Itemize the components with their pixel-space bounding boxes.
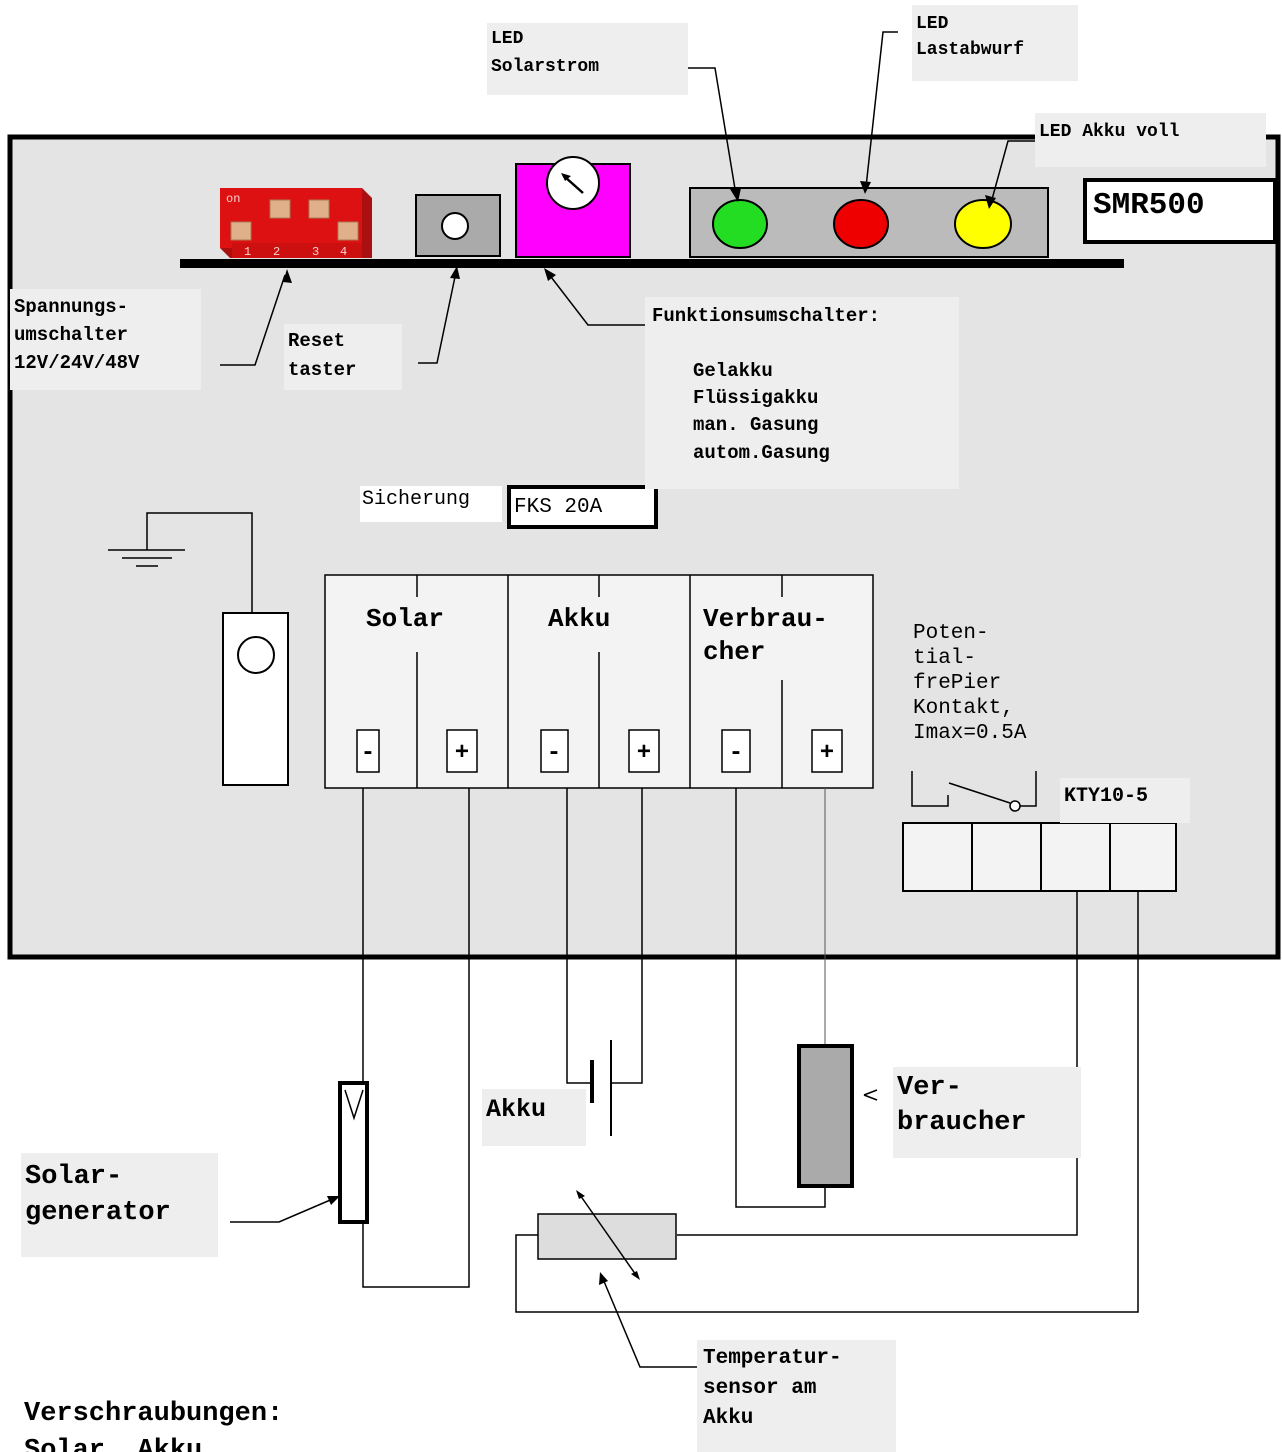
battery-symbol bbox=[590, 1040, 612, 1136]
sicherung-label: Sicherung bbox=[360, 486, 502, 522]
terminal-pins bbox=[356, 729, 843, 773]
dip-switch[interactable]: on 1 2 3 4 bbox=[220, 188, 372, 259]
device-title: SMR500 bbox=[1093, 188, 1205, 223]
led-akku-voll-label: LED Akku voll bbox=[1035, 113, 1266, 167]
fuse-value: FKS 20A bbox=[514, 496, 603, 519]
solar-minus: - bbox=[361, 740, 375, 767]
verbraucher-minus: - bbox=[729, 740, 743, 767]
led-solarstrom bbox=[712, 199, 768, 249]
spannungsumschalter-label: Spannungs- umschalter 12V/24V/48V bbox=[10, 289, 201, 390]
footer-verschraubungen: Verschraubungen: Solar, Akku, bbox=[24, 1399, 284, 1452]
funktionsumschalter-title: Funktionsumschalter: bbox=[652, 305, 881, 327]
solar-plus: + bbox=[455, 740, 469, 767]
reset-taster-label: Reset taster bbox=[284, 324, 402, 390]
wiring bbox=[362, 788, 1139, 1313]
solargenerator-label: Solar- generator bbox=[21, 1153, 218, 1257]
terminal-pin-text: - + - + - + bbox=[361, 740, 834, 767]
kty-terminal-strip bbox=[902, 822, 1177, 892]
mode-gelakku: Gelakku bbox=[693, 360, 773, 382]
solar-generator-symbol bbox=[338, 1081, 369, 1224]
mode-man-gasung: man. Gasung bbox=[693, 414, 819, 436]
dip-number-3: 3 bbox=[312, 245, 319, 259]
function-selector-knob[interactable] bbox=[515, 156, 631, 258]
relay-contact-label: Poten- tial- frePier Kontakt, Imax=0.5A bbox=[913, 622, 1027, 745]
pointer-lines bbox=[220, 31, 1035, 1368]
ground-terminal bbox=[222, 612, 289, 786]
led-solarstrom-label: LED Solarstrom bbox=[487, 23, 688, 95]
terminal-solar-label: Solar bbox=[366, 604, 445, 634]
akku-label: Akku bbox=[482, 1089, 586, 1146]
funktionsumschalter-panel bbox=[645, 297, 959, 489]
terminal-block bbox=[324, 574, 874, 789]
mounting-rail bbox=[180, 259, 1124, 268]
dip-number-1: 1 bbox=[244, 245, 251, 259]
reset-button[interactable] bbox=[415, 194, 501, 257]
led-akku-voll bbox=[954, 199, 1012, 249]
temperatursensor-label: Temperatur- sensor am Akku bbox=[697, 1340, 896, 1452]
verbraucher-external-label: Ver- braucher bbox=[893, 1067, 1081, 1158]
dip-on-label: on bbox=[226, 192, 240, 206]
verbraucher-plus: + bbox=[820, 740, 834, 767]
mode-fluessigakku: Flüssigakku bbox=[693, 387, 819, 409]
fuse-box bbox=[507, 485, 658, 529]
terminal-akku-label: Akku bbox=[548, 604, 611, 634]
dip-number-2: 2 bbox=[273, 245, 280, 259]
led-lastabwurf bbox=[833, 199, 889, 249]
mode-autom-gasung: autom.Gasung bbox=[693, 442, 830, 464]
dip-number-4: 4 bbox=[340, 245, 347, 259]
load-symbol bbox=[797, 1044, 854, 1188]
relay-contact bbox=[911, 771, 1037, 812]
akku-minus: - bbox=[547, 740, 561, 767]
terminal-verbraucher-label: Verbrau- cher bbox=[703, 604, 828, 667]
pointer-arrowheads bbox=[283, 181, 996, 1285]
ground-symbol bbox=[108, 512, 253, 613]
kty-label: KTY10-5 bbox=[1060, 778, 1190, 823]
akku-plus: + bbox=[637, 740, 651, 767]
temperature-sensor-symbol bbox=[537, 1190, 677, 1280]
led-lastabwurf-label: LED Lastabwurf bbox=[912, 5, 1078, 81]
device-title-box bbox=[1083, 178, 1277, 244]
